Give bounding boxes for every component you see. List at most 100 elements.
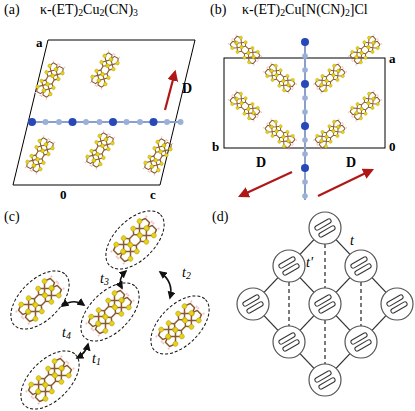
t-bond	[372, 316, 386, 331]
unit-cell	[13, 40, 195, 185]
et-molecule	[29, 138, 58, 176]
chain-atom	[301, 80, 309, 88]
dimer-site	[273, 326, 305, 358]
et-molecule	[20, 280, 67, 327]
chain-atom	[302, 193, 308, 199]
et-molecule	[261, 121, 294, 151]
label: (c)	[4, 210, 20, 224]
chain-bond	[304, 38, 306, 200]
molecule-mark	[390, 301, 408, 314]
chain-atom	[83, 119, 89, 125]
t-bond	[336, 278, 350, 293]
dimer-site	[309, 364, 341, 396]
t-bond	[300, 278, 314, 293]
label: a	[36, 36, 43, 49]
chain-atom	[178, 119, 184, 125]
dimer-site	[309, 212, 341, 244]
molecule-mark	[354, 263, 372, 276]
label: 0	[389, 140, 396, 153]
et-molecule	[23, 353, 70, 400]
d-vector	[318, 170, 372, 196]
chain-atom	[302, 53, 308, 59]
dimer-site	[309, 288, 341, 320]
t-bond	[336, 316, 350, 331]
chain-bond	[28, 121, 182, 123]
d-vector	[240, 172, 292, 196]
et-molecule	[226, 37, 259, 67]
t-bond	[300, 240, 314, 255]
t-bond	[336, 240, 350, 255]
molecule-mark	[282, 339, 300, 352]
chain-atom	[302, 137, 308, 143]
chain-atom	[302, 151, 308, 157]
chain-atom	[137, 119, 143, 125]
dimer-site	[381, 288, 413, 320]
t-prime-bond	[324, 244, 325, 288]
label: (a)	[4, 3, 20, 17]
dimer-site	[237, 288, 269, 320]
molecule-mark	[318, 225, 336, 238]
et-molecule	[89, 133, 118, 171]
et-molecules	[23, 49, 176, 177]
et-molecule	[108, 213, 155, 260]
molecule-mark	[318, 301, 336, 314]
chain-atom	[301, 122, 309, 130]
label: t3	[100, 272, 109, 286]
et-molecule	[351, 93, 384, 123]
dimer-site	[345, 326, 377, 358]
chain-atom	[150, 118, 158, 126]
et-molecule	[94, 53, 123, 91]
chain-atom	[69, 118, 77, 126]
label: (d)	[212, 210, 228, 224]
molecule-mark	[318, 377, 336, 390]
label: c	[150, 188, 156, 201]
dimer-outline	[10, 340, 89, 411]
et-molecule	[153, 298, 200, 345]
et-molecule	[83, 285, 130, 332]
t-bond	[372, 278, 386, 293]
dimers	[0, 200, 219, 411]
chain-atom	[302, 67, 308, 73]
label: t4	[62, 326, 71, 340]
anion-chain	[301, 38, 309, 200]
chain-atom	[302, 95, 308, 101]
chain-atom	[302, 179, 308, 185]
label: t'	[306, 256, 313, 270]
et-molecule	[147, 139, 176, 177]
chain-atom	[43, 119, 49, 125]
et-molecule	[115, 220, 162, 267]
molecule-mark	[246, 301, 264, 314]
label: D	[256, 156, 266, 170]
t-prime-bond	[360, 282, 361, 326]
et-molecule	[13, 273, 60, 320]
chain-atom	[164, 119, 170, 125]
chain-atom	[109, 118, 117, 126]
et-molecule	[39, 63, 68, 101]
hopping-arrows	[62, 271, 171, 358]
molecule-mark	[354, 339, 372, 352]
chain-atom	[56, 119, 62, 125]
t-bond	[300, 316, 314, 331]
et-molecule	[90, 292, 137, 339]
t-prime-bond	[324, 320, 325, 364]
label: t	[350, 234, 354, 248]
chain-atom	[124, 119, 130, 125]
label: D	[182, 82, 192, 96]
t-bond	[264, 316, 278, 331]
et-molecule	[226, 93, 259, 123]
label: 0	[60, 188, 67, 201]
et-molecule	[316, 65, 349, 95]
formula-title: κ-(ET)2Cu[N(CN)2]Cl	[242, 3, 368, 17]
chain-atom	[302, 109, 308, 115]
t-bond	[264, 278, 278, 293]
label: t1	[92, 352, 101, 366]
et-molecule	[316, 121, 349, 151]
label: (b)	[210, 3, 226, 17]
et-molecule	[30, 360, 77, 407]
et-molecule	[351, 37, 384, 67]
dimer-outline	[70, 272, 149, 351]
dimer-outline	[0, 260, 79, 339]
t-prime-bond	[288, 282, 289, 326]
